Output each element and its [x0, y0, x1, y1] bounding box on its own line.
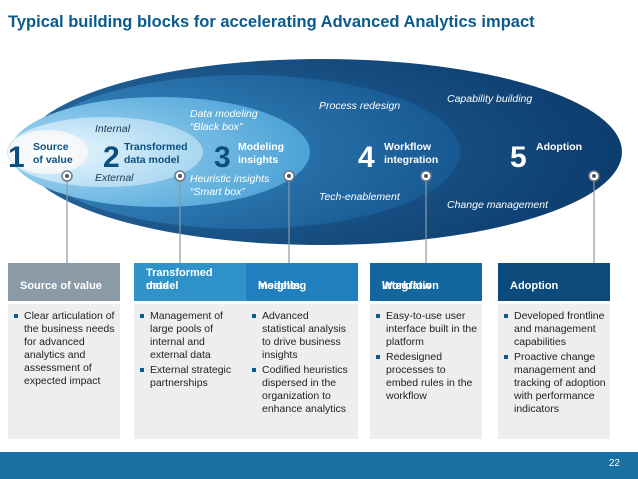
bullet-text: Redesigned processes to embed rules in t…	[386, 351, 473, 402]
annotation-tech-enablement: Tech-enablement	[319, 191, 401, 203]
footer-bar: 22	[0, 452, 638, 479]
column-header-line2: model	[146, 280, 179, 292]
annotation-external: External	[95, 172, 134, 184]
stage-2-label-1: Transformed	[124, 141, 188, 153]
stage-3-label-1: Modeling	[238, 141, 284, 153]
stage-1-label-1: Source	[33, 141, 69, 153]
bullet-item: Codified heuristics dispersed in the org…	[252, 364, 354, 416]
annotation-heuristic-insights: Heuristic insights	[190, 173, 270, 185]
column-header-line2: insights	[258, 280, 301, 292]
bullet-item: Proactive change management and tracking…	[504, 351, 606, 416]
column-body: Clear articulation of the business needs…	[8, 304, 120, 439]
stage-2-number: 2	[103, 141, 120, 174]
column-body: Advanced statistical analysis to drive b…	[246, 304, 358, 439]
bullet-text: Clear articulation of the business needs…	[24, 310, 115, 387]
bullet-list: Clear articulation of the business needs…	[8, 304, 120, 388]
stage-1-number: 1	[8, 141, 25, 174]
annotation-change-management: Change management	[447, 199, 549, 211]
column-header-line1: Modeling	[258, 280, 307, 292]
stage-3-label-2: insights	[238, 154, 278, 166]
bullet-text: Proactive change management and tracking…	[514, 351, 606, 415]
column-header-line2: integration	[382, 280, 439, 292]
bullet-list: Management of large pools of internal an…	[134, 304, 246, 390]
marker-dot-2	[174, 170, 186, 182]
bullet-text: External strategic partnerships	[150, 364, 232, 389]
marker-dot-3	[283, 170, 295, 182]
annotation-data-modeling: Data modeling	[190, 108, 258, 120]
bullet-marker	[376, 355, 380, 359]
annotation-smart-box: “Smart box”	[190, 186, 245, 198]
bullet-marker	[504, 314, 508, 318]
stage-4-label-2: integration	[384, 154, 438, 166]
bullet-marker	[140, 314, 144, 318]
column-header: Adoption	[498, 263, 610, 301]
bullet-text: Management of large pools of internal an…	[150, 310, 223, 361]
marker-dot-5	[588, 170, 600, 182]
bullet-list: Advanced statistical analysis to drive b…	[246, 304, 358, 416]
bullet-item: External strategic partnerships	[140, 364, 242, 390]
column-header-line2: Adoption	[510, 280, 559, 292]
bullet-text: Codified heuristics dispersed in the org…	[262, 364, 348, 415]
bullet-list: Developed frontline and management capab…	[498, 304, 610, 416]
bullet-text: Advanced statistical analysis to drive b…	[262, 310, 347, 361]
annotation-internal: Internal	[95, 123, 131, 135]
stage-4-number: 4	[358, 141, 375, 174]
bullet-item: Advanced statistical analysis to drive b…	[252, 310, 354, 362]
bullet-item: Easy-to-use user interface built in the …	[376, 310, 478, 349]
bullet-marker	[504, 355, 508, 359]
bullet-marker	[376, 314, 380, 318]
column-adoption: Adoption Developed frontline and managem…	[498, 263, 610, 439]
page-number: 22	[608, 458, 620, 469]
stage-1-label-2: of value	[33, 154, 73, 166]
bullet-marker	[252, 368, 256, 372]
stage-3-number: 3	[214, 141, 231, 174]
bullet-item: Redesigned processes to embed rules in t…	[376, 351, 478, 403]
annotation-process-redesign: Process redesign	[319, 100, 400, 112]
ellipse-source	[8, 130, 88, 174]
bullet-item: Clear articulation of the business needs…	[14, 310, 116, 388]
bullet-marker	[14, 314, 18, 318]
bullet-item: Developed frontline and management capab…	[504, 310, 606, 349]
marker-dot-1	[61, 170, 73, 182]
bullet-text: Developed frontline and management capab…	[514, 310, 605, 348]
column-body: Developed frontline and management capab…	[498, 304, 610, 439]
bullet-text: Easy-to-use user interface built in the …	[386, 310, 478, 348]
marker-dot-4	[420, 170, 432, 182]
bullet-marker	[140, 368, 144, 372]
column-header-line2: Source of value	[20, 280, 102, 292]
slide-title: Typical building blocks for accelerating…	[8, 13, 535, 31]
stage-5-number: 5	[510, 141, 527, 174]
column-source-of-value: Source of value Clear articulation of th…	[8, 263, 120, 439]
column-body: Easy-to-use user interface built in the …	[370, 304, 482, 439]
bullet-item: Management of large pools of internal an…	[140, 310, 242, 362]
column-header-line1: Transformed data	[146, 267, 213, 292]
annotation-black-box: “Black box”	[190, 121, 243, 133]
bullet-marker	[252, 314, 256, 318]
stage-4-label-1: Workflow	[384, 141, 432, 153]
annotation-capability-building: Capability building	[447, 93, 532, 105]
column-header: Source of value	[8, 263, 120, 301]
column-header-line1: Workflow	[382, 280, 432, 292]
column-body: Management of large pools of internal an…	[134, 304, 246, 439]
stage-5-label-1: Adoption	[536, 141, 582, 153]
bullet-list: Easy-to-use user interface built in the …	[370, 304, 482, 403]
stage-2-label-2: data model	[124, 154, 180, 166]
